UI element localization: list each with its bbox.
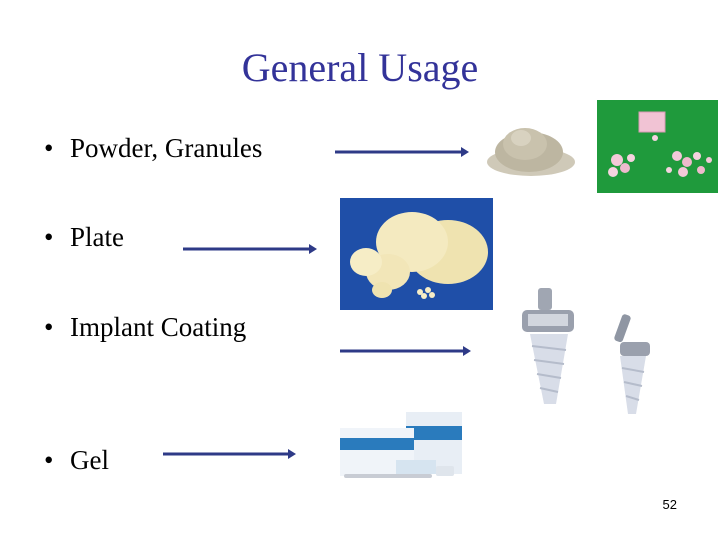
bullet-gel: • Gel [44, 445, 109, 476]
bullet-text: Gel [70, 445, 109, 475]
ceramic-plates-photo [340, 198, 493, 310]
slide-title: General Usage [241, 45, 479, 90]
coated-implant-screw-photo [522, 288, 574, 404]
coated-implant-screw-photo [614, 314, 650, 414]
powder-photo [487, 128, 575, 176]
bullet-implant-coating: • Implant Coating [44, 312, 246, 343]
bullet-powder-granules: • Powder, Granules [44, 133, 262, 164]
gel-product-box-photo [340, 412, 462, 478]
pink-granules-photo [597, 100, 718, 193]
arrow-icon [163, 449, 296, 459]
bullet-text: Powder, Granules [70, 133, 263, 163]
bullet-dot: • [44, 312, 54, 342]
arrow-icon [335, 147, 469, 157]
arrow-icon [340, 346, 471, 356]
bullet-plate: • Plate [44, 222, 124, 253]
bullet-dot: • [44, 445, 54, 475]
page-number: 52 [662, 497, 677, 512]
arrow-icon [183, 244, 317, 254]
bullet-dot: • [44, 222, 54, 252]
bullet-text: Plate [70, 222, 124, 252]
bullet-dot: • [44, 133, 54, 163]
bullet-text: Implant Coating [70, 312, 247, 342]
